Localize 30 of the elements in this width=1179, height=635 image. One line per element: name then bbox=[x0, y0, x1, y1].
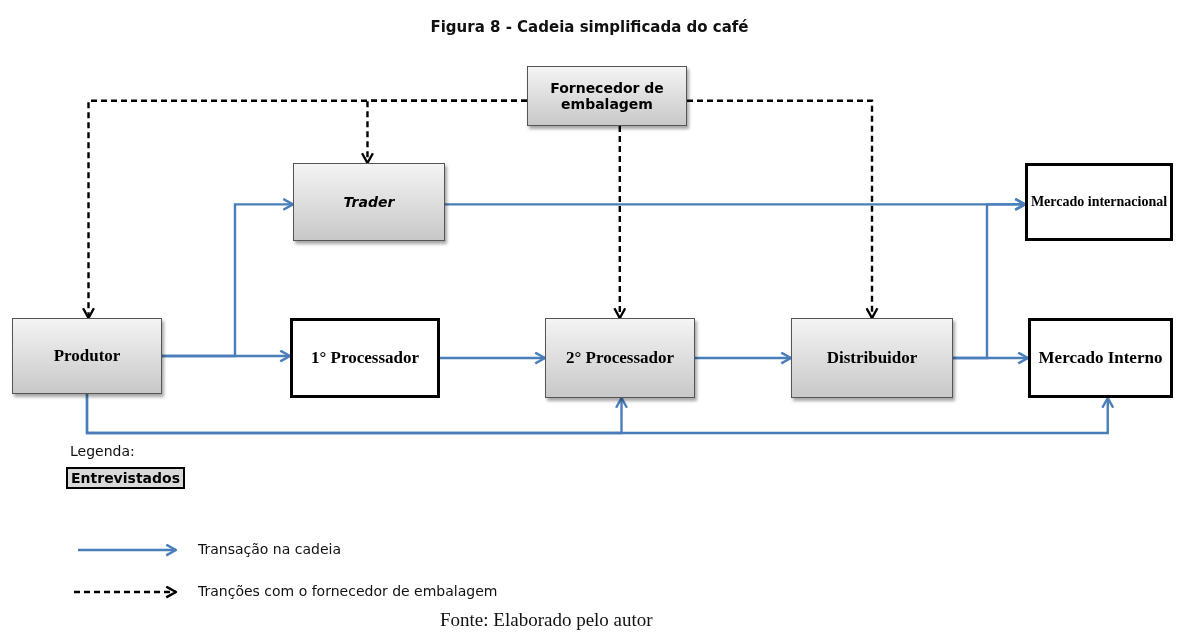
process-box bbox=[12, 318, 162, 394]
arrow bbox=[440, 351, 547, 365]
node-label: 2° Processador bbox=[566, 348, 674, 368]
legend-heading: Legenda: bbox=[70, 443, 135, 459]
legend-text: Tranções com o fornecedor de embalagem bbox=[198, 583, 498, 599]
node-label: Produtor bbox=[53, 346, 121, 366]
dashed-arrow bbox=[360, 99, 527, 165]
node-label: Mercado internacional bbox=[1030, 193, 1168, 211]
node-label: Trader bbox=[343, 193, 395, 211]
process-box bbox=[1028, 318, 1173, 398]
legend-text: Transação na cadeia bbox=[198, 541, 341, 557]
node-label: Mercado Interno bbox=[1038, 348, 1163, 368]
arrow bbox=[695, 351, 793, 365]
process-box bbox=[290, 318, 440, 398]
arrow bbox=[162, 349, 292, 363]
process-box bbox=[1025, 163, 1173, 241]
arrow bbox=[953, 197, 1027, 360]
node-label: Fornecedor de embalagem bbox=[549, 79, 665, 113]
node-label: 1° Processador bbox=[311, 348, 419, 368]
source-caption: Fonte: Elaborado pelo autor bbox=[440, 609, 653, 631]
node-label: Distribuidor bbox=[826, 348, 918, 368]
process-box bbox=[791, 318, 953, 398]
dashed-arrow bbox=[687, 99, 879, 320]
dashed-arrow bbox=[613, 126, 627, 320]
legend-entry: Entrevistados bbox=[66, 467, 185, 489]
figure-title: Figura 8 - Cadeia simplificada do café bbox=[429, 18, 750, 36]
process-box bbox=[527, 66, 687, 126]
process-box bbox=[545, 318, 695, 398]
arrow bbox=[85, 394, 1115, 435]
process-box bbox=[293, 163, 445, 241]
